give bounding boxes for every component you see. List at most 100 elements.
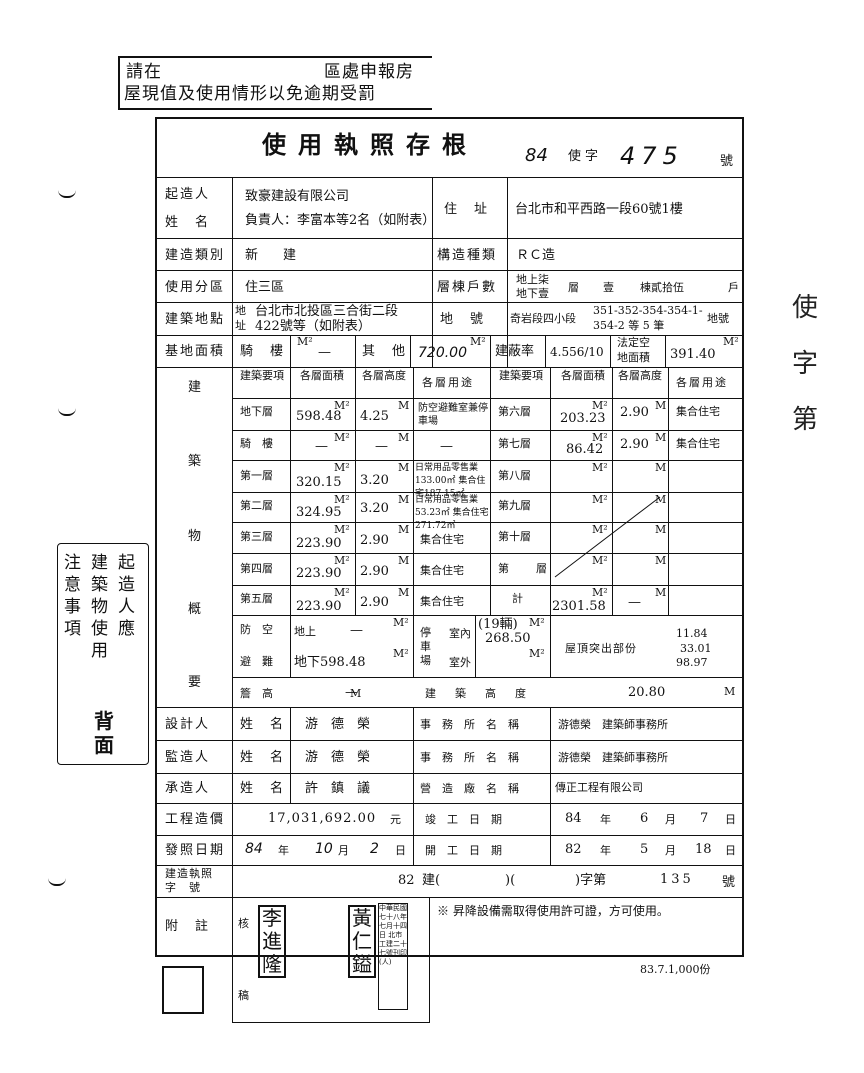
complete-day: 7 (700, 811, 709, 826)
lot-suffix: 地號 (707, 312, 729, 325)
margin-tick (48, 876, 66, 886)
floor-height-arcade: — (375, 439, 388, 454)
floor-use-6: 集合住宅 (676, 405, 720, 418)
side-notice-box: 起造人應 建築物使用 注意事項 背面 (57, 543, 149, 765)
address-value: 台北市和平西路一段60號1樓 (515, 202, 683, 217)
other-label: 其 他 (362, 344, 408, 359)
floors-hu: 戶 (728, 281, 739, 294)
review-char: 核 (238, 917, 249, 930)
unit-m2-4: M² (334, 554, 350, 567)
issue-ri: 日 (395, 844, 406, 857)
designer-label: 設計人 (165, 717, 211, 732)
header-area: 各層面積 (300, 369, 344, 382)
side-notice-back: 背面 (94, 709, 114, 757)
date-stamp: 中華民國七十八年七月十四日 北市工建二十七號刊印(人) (378, 903, 408, 1010)
permit-zi: 使字 (568, 149, 603, 164)
top-notice-line2: 屋現值及使用情形以免逾期受罰 (124, 84, 376, 104)
unit-m-6: M (655, 399, 667, 412)
floor-area-total: 2301.58 (552, 599, 606, 614)
floor-name-6: 第六層 (498, 405, 531, 418)
struct-value: ＲＣ造 (516, 248, 556, 263)
header-use-r: 各層用途 (676, 376, 728, 389)
permit-number: 475 (620, 142, 684, 170)
floor-height-b1: 4.25 (360, 409, 389, 424)
small-seal-icon (162, 966, 204, 1014)
unit-m-arcade: M (398, 431, 410, 444)
bheight-label: 建 築 高 度 (425, 687, 530, 700)
parking-unit-in: M² (529, 616, 545, 629)
air-above-value: — (350, 623, 363, 638)
header-use: 各層用途 (422, 376, 474, 389)
floor-area-arcade: — (315, 439, 328, 454)
floor-name-arcade: 騎 樓 (240, 437, 273, 450)
floor-use-5: 集合住宅 (420, 595, 464, 608)
parking-out: 室外 (449, 656, 471, 669)
issue-day: 2 (370, 841, 379, 857)
header-item: 建築要項 (240, 369, 284, 382)
zone-value: 住三區 (245, 280, 285, 295)
parking-label: 停車場 (420, 626, 431, 667)
bheight-value: 20.80 (628, 685, 666, 700)
floors-one: 壹 (603, 281, 614, 294)
unit-m-5: M (398, 586, 410, 599)
site-value-1: 台北市北投區三合街二段 (255, 304, 399, 319)
unit-m2-3: M² (334, 523, 350, 536)
issue-month: 10 (315, 841, 333, 857)
coverage-value: 4.556/10 (550, 345, 604, 359)
floor-name-total: 計 (512, 592, 523, 605)
other-value: 720.00 (418, 345, 467, 361)
builder-label-2: 姓 名 (165, 215, 211, 230)
start-nian: 年 (600, 844, 611, 857)
margin-tick (58, 188, 76, 198)
permit-hao-ref: 號 (722, 875, 736, 890)
floor-name-n: 第 層 (498, 562, 555, 575)
header-height: 各層高度 (362, 369, 406, 382)
permit-number-ref: 135 (660, 872, 694, 887)
floor-use-arcade: — (440, 439, 453, 454)
air-above-unit: M² (393, 616, 409, 629)
issue-nian: 年 (278, 844, 289, 857)
designer-office-label: 事 務 所 名 稱 (420, 718, 519, 731)
unit-m-n: M (655, 554, 667, 567)
supervisor-label: 監造人 (165, 750, 211, 765)
air-above: 地上 (294, 625, 316, 638)
eaves-value: — (345, 685, 358, 700)
floors-below: 地下壹 (516, 287, 549, 300)
builder-name-2: 負責人：李富本等2名（如附表） (245, 213, 436, 228)
floor-name-7: 第七層 (498, 437, 531, 450)
air-below-unit: M² (393, 647, 409, 660)
permit-hao: 號 (720, 154, 734, 169)
designer-office: 游德榮 建築師事務所 (558, 718, 668, 731)
permit-year-ref: 82 (398, 873, 415, 888)
unit-m2-b1: M² (334, 399, 350, 412)
other-unit: M² (470, 335, 486, 348)
complete-nian: 年 (600, 813, 611, 826)
floor-name-2: 第二層 (240, 499, 273, 512)
contractor-name: 許 鎮 議 (305, 781, 371, 796)
start-yue: 月 (665, 844, 676, 857)
roof-value-3: 98.97 (676, 656, 708, 669)
floor-name-3: 第三層 (240, 530, 273, 543)
floor-area-3: 223.90 (296, 536, 342, 551)
roof-label: 屋頂突出部份 (565, 642, 637, 655)
signature-area (232, 897, 430, 1023)
unit-m2-5: M² (334, 586, 350, 599)
permit-zi-text: )字第 (575, 873, 607, 888)
parking-area: 268.50 (485, 631, 531, 646)
parking-unit-out: M² (529, 647, 545, 660)
unit-m-3: M (398, 523, 410, 536)
bheight-unit: M (724, 685, 736, 698)
floor-height-1: 3.20 (360, 473, 389, 488)
unit-m2-total: M² (592, 586, 608, 599)
zone-label: 使用分區 (165, 280, 226, 295)
header-item-r: 建築要項 (499, 369, 543, 382)
floor-area-4: 223.90 (296, 566, 342, 581)
complete-month: 6 (640, 811, 649, 826)
legal-value: 391.40 (670, 347, 716, 362)
floor-area-b1: 598.48 (296, 409, 342, 424)
arcade-label: 騎 樓 (240, 344, 286, 359)
eaves-label: 簷 高 (240, 687, 273, 700)
start-ri: 日 (725, 844, 736, 857)
site-prefix-2: 址 (235, 319, 246, 332)
issue-year: 84 (245, 841, 263, 857)
